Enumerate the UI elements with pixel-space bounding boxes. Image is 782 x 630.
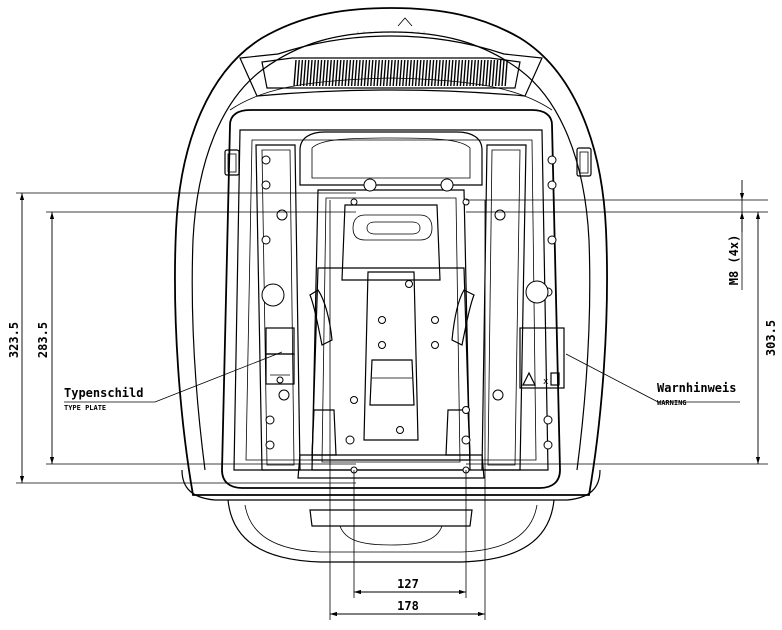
type-plate-area: [265, 327, 295, 385]
right-rail-hole: [543, 440, 553, 450]
dim-width-outer: 178: [397, 599, 419, 613]
left-rail-hole: [261, 180, 271, 190]
mount-hole-m8: [350, 198, 358, 206]
left-rail-hole: [265, 415, 275, 425]
dim-height-right: 303.5: [764, 320, 778, 356]
ventilation-grille: [239, 35, 543, 97]
frame-hole: [494, 209, 506, 221]
right-rail-hole: [547, 235, 557, 245]
dim-height-inner: 283.5: [36, 322, 50, 358]
left-rail-hole: [261, 235, 271, 245]
svg-text:x: x: [543, 377, 549, 387]
plate-hole: [431, 341, 439, 349]
dimension-lines: [16, 180, 768, 620]
warning-label-en: WARNING: [657, 399, 687, 407]
slot-hole: [363, 178, 377, 192]
seat-outline: ◦ ◦ ◦ ◦ ◦ ◦ ◦ ◦ ◦ ◦ ◦ ◦: [174, 7, 608, 563]
left-rail-hole: [261, 155, 271, 165]
right-rail-hole: [547, 155, 557, 165]
right-rail-hole: [543, 415, 553, 425]
dim-thread: M8 (4x): [727, 235, 741, 286]
slot-hole: [440, 178, 454, 192]
frame-hole: [492, 389, 504, 401]
fastener-holes: [261, 155, 557, 474]
right-rail-hole: [547, 180, 557, 190]
plate-hole: [462, 406, 470, 414]
left-rail-hole: [265, 440, 275, 450]
type-plate-label-en: TYPE PLATE: [64, 404, 106, 412]
plate-hole: [350, 396, 358, 404]
svg-text:◦ ◦ ◦ ◦ ◦ ◦ ◦ ◦ ◦ ◦ ◦ ◦: ◦ ◦ ◦ ◦ ◦ ◦ ◦ ◦ ◦ ◦ ◦ ◦: [356, 30, 425, 36]
lower-hole: [461, 435, 471, 445]
plate-hole: [378, 341, 386, 349]
warning-label: Warnhinweis: [657, 381, 736, 395]
large-frame-hole: [261, 283, 285, 307]
lower-hole: [345, 435, 355, 445]
left-side-bracket: [224, 149, 240, 176]
plate-hole: [378, 316, 386, 324]
right-side-bracket: [576, 147, 592, 177]
plate-hole: [405, 280, 413, 288]
frame-hole: [276, 209, 288, 221]
large-frame-hole: [525, 280, 549, 304]
plate-hole: [431, 316, 439, 324]
warning-triangle-icon: [522, 371, 536, 386]
dim-height-outer: 323.5: [7, 322, 21, 358]
seat-frame: [221, 109, 592, 489]
plate-hole: [396, 426, 404, 434]
dim-width-inner: 127: [397, 577, 419, 591]
mount-hole-m8: [462, 198, 470, 206]
type-plate-label: Typenschild: [64, 386, 143, 400]
warning-label-area: x: [519, 327, 565, 389]
frame-hole: [278, 389, 290, 401]
